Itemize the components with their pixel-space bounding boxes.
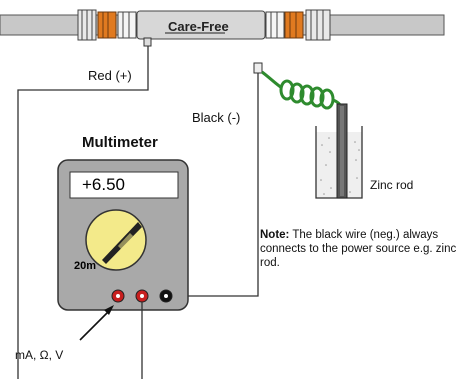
pipe-fitting-right [305, 9, 331, 41]
zinc-rod-label: Zinc rod [370, 178, 414, 192]
black-wire [170, 72, 259, 297]
multimeter-title: Multimeter [82, 134, 158, 151]
note-text: The black wire (neg.) always connects to… [260, 229, 457, 269]
terminal-arrow [79, 305, 114, 341]
pipe-terminal [143, 37, 152, 47]
green-coil [261, 70, 344, 110]
clip-terminal [253, 62, 263, 74]
care-free-unit [136, 10, 266, 40]
copper-coupling-left [97, 11, 117, 39]
zinc-rod [336, 103, 348, 199]
multimeter [57, 159, 189, 311]
range-dial[interactable] [85, 209, 147, 271]
copper-coupling-right [284, 11, 304, 39]
red-wire [17, 46, 149, 379]
pipe-assembly [0, 9, 445, 47]
care-free-label: Care-Free [168, 19, 229, 34]
red-wire-label: Red (+) [88, 68, 132, 83]
black-wire-label: Black (-) [192, 110, 241, 125]
terminal-mode-label: mA, Ω, V [15, 348, 64, 362]
note-box: Note: The black wire (neg.) always conne… [260, 228, 460, 270]
meter-reading: +6.50 [82, 175, 126, 194]
multimeter-display [69, 171, 179, 199]
note-heading: Note: [260, 229, 290, 241]
range-label: 20m [74, 260, 97, 272]
